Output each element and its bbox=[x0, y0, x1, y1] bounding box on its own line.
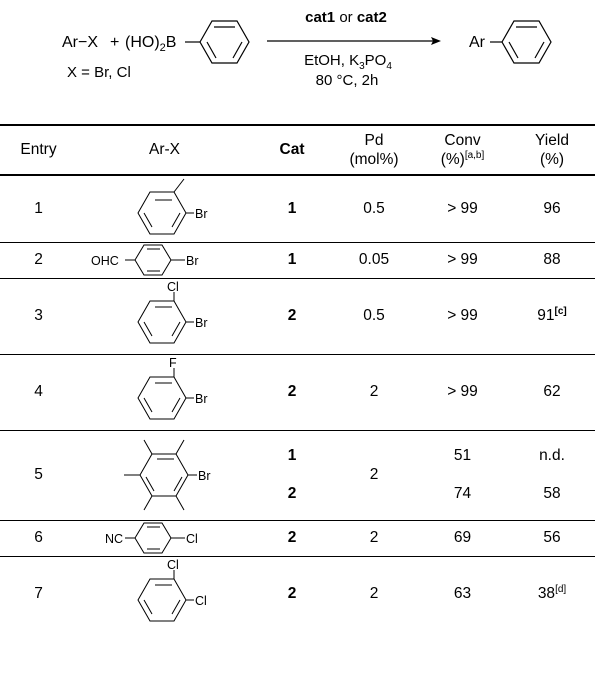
pd-cell: 0.05 bbox=[332, 242, 416, 279]
header-entry: Entry bbox=[0, 124, 77, 176]
conv-value-b: 74 bbox=[453, 485, 472, 502]
cl-label: Cl bbox=[167, 280, 179, 294]
structure-cell: OHC Br bbox=[77, 242, 252, 279]
plus-sign: + bbox=[110, 34, 119, 51]
header-pd: Pd(mol%) bbox=[332, 124, 416, 176]
table-header-row: Entry Ar-X Cat Pd(mol%) Conv(%)[a,b] Yie… bbox=[0, 124, 595, 176]
conv-value-a: 51 bbox=[453, 447, 472, 464]
cat-cell: 2 bbox=[252, 520, 332, 557]
2-bromotoluene-structure: Br bbox=[136, 178, 208, 235]
reactant-arx: Ar−X bbox=[62, 34, 98, 51]
cl-label-side: Cl bbox=[195, 594, 207, 608]
pd-cell: 2 bbox=[332, 430, 416, 521]
conv-cell: > 99 bbox=[416, 242, 509, 279]
conv-cell: 51 74 bbox=[416, 430, 509, 521]
yield-value-a: n.d. bbox=[539, 447, 565, 464]
cat-value-b: 2 bbox=[287, 485, 297, 502]
conditions-temp-time: 80 °C, 2h bbox=[316, 72, 379, 89]
entry-cell: 1 bbox=[0, 175, 77, 243]
structure-cell: Br bbox=[77, 175, 252, 243]
conv-cell: 63 bbox=[453, 584, 472, 602]
f-label: F bbox=[169, 356, 177, 370]
entry-cell: 7 bbox=[34, 584, 43, 602]
structure-cell: F Br bbox=[77, 354, 252, 431]
conditions-solvent-base: EtOH, K3PO4 bbox=[304, 52, 392, 72]
cat-cell: 1 bbox=[252, 175, 332, 243]
table-row: 5 Br bbox=[0, 430, 595, 521]
yield-cell: 38[d] bbox=[537, 584, 567, 603]
bromopentamethylbenzene-structure: Br bbox=[123, 439, 211, 511]
pd-cell: 2 bbox=[369, 584, 379, 602]
2-bromofluorobenzene-structure: F Br bbox=[136, 356, 208, 420]
entry-cell: 2 bbox=[0, 242, 77, 279]
boronic-acid-label: (HO)2B bbox=[125, 34, 176, 54]
cat-cell: 1 bbox=[252, 242, 332, 279]
cat-cell: 2 bbox=[287, 584, 297, 602]
yield-cell: 56 bbox=[509, 520, 595, 557]
table-row: 2 OHC Br 1 0.05 > 99 88 bbox=[0, 242, 595, 279]
yield-cell: 91[c] bbox=[509, 278, 595, 355]
reaction-arrow bbox=[267, 37, 441, 45]
br-label: Br bbox=[186, 254, 199, 268]
structure-cell: Cl Br bbox=[77, 278, 252, 355]
pd-cell: 2 bbox=[332, 354, 416, 431]
br-label: Br bbox=[195, 316, 208, 330]
conv-cell: > 99 bbox=[416, 175, 509, 243]
cl-label: Cl bbox=[186, 532, 198, 546]
entry-cell: 3 bbox=[0, 278, 77, 355]
structure-cell: Cl Cl bbox=[77, 556, 252, 631]
table-row: 7 Cl Cl 2 2 63 38[d] bbox=[0, 556, 595, 631]
yield-cell: 96 bbox=[509, 175, 595, 243]
pd-cell: 0.5 bbox=[332, 278, 416, 355]
entry-cell: 4 bbox=[0, 354, 77, 431]
conv-cell: > 99 bbox=[416, 278, 509, 355]
pd-cell: 0.5 bbox=[332, 175, 416, 243]
catalyst-label: cat1 or cat2 bbox=[305, 9, 387, 26]
entry-cell: 5 bbox=[0, 430, 77, 521]
header-yield: Yield(%) bbox=[509, 124, 595, 176]
table-row: 3 Cl Br 2 0.5 > 99 91[c] bbox=[0, 278, 595, 355]
br-label: Br bbox=[195, 207, 208, 221]
product-ar-label: Ar bbox=[469, 34, 486, 51]
cat-value-a: 1 bbox=[287, 447, 297, 464]
header-conv: Conv(%)[a,b] bbox=[416, 124, 509, 176]
yield-cell: 62 bbox=[509, 354, 595, 431]
cl-label-top: Cl bbox=[167, 558, 179, 572]
entry-cell: 6 bbox=[0, 520, 77, 557]
structure-cell: NC Cl bbox=[77, 520, 252, 557]
reaction-scheme: Ar−X + (HO)2B X = Br, Cl cat1 or cat2 Et… bbox=[62, 9, 552, 89]
br-label: Br bbox=[198, 469, 211, 483]
header-cat: Cat bbox=[252, 124, 332, 176]
x-definition: X = Br, Cl bbox=[67, 64, 131, 81]
structure-cell: Br bbox=[77, 430, 252, 521]
table-row: 1 Br 1 0.5 > 99 96 bbox=[0, 175, 595, 243]
conv-cell: 69 bbox=[416, 520, 509, 557]
cat-cell: 2 bbox=[252, 278, 332, 355]
nc-label: NC bbox=[105, 532, 123, 546]
conv-cell: > 99 bbox=[416, 354, 509, 431]
yield-cell: 88 bbox=[509, 242, 595, 279]
ohc-label: OHC bbox=[91, 254, 119, 268]
yield-cell: n.d. 58 bbox=[509, 430, 595, 521]
table-row: 4 F Br 2 2 > 99 62 bbox=[0, 354, 595, 431]
results-table: Entry Ar-X Cat Pd(mol%) Conv(%)[a,b] Yie… bbox=[0, 124, 595, 631]
1-2-dichlorobenzene-structure: Cl Cl bbox=[136, 558, 207, 622]
yield-value-b: 58 bbox=[543, 485, 561, 502]
br-label: Br bbox=[195, 392, 208, 406]
2-bromochlorobenzene-structure: Cl Br bbox=[136, 280, 208, 344]
4-bromobenzaldehyde-structure: OHC Br bbox=[91, 244, 199, 276]
phenyl-ring-product bbox=[490, 20, 552, 64]
header-arx: Ar-X bbox=[77, 124, 252, 176]
4-chlorobenzonitrile-structure: NC Cl bbox=[105, 522, 198, 554]
cat-cell: 2 bbox=[252, 354, 332, 431]
phenyl-ring-reactant bbox=[185, 20, 250, 64]
pd-cell: 2 bbox=[332, 520, 416, 557]
table-row: 6 NC Cl 2 2 69 56 bbox=[0, 520, 595, 557]
